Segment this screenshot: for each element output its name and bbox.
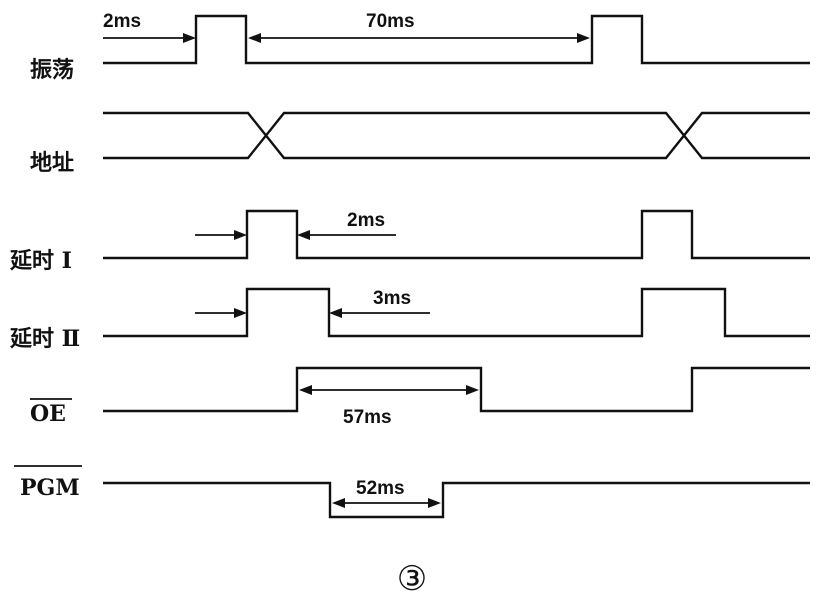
waveform-pgm xyxy=(103,481,810,519)
arrow-delay1-left xyxy=(234,230,247,240)
waveform-address xyxy=(103,111,810,160)
dim-label-osc-width: 2ms xyxy=(103,11,141,32)
dim-label-delay1: 2ms xyxy=(347,210,385,231)
dim-label-oe: 57ms xyxy=(343,407,392,428)
arrow-osc-period-right xyxy=(577,33,590,43)
arrow-delay2-right xyxy=(329,308,342,318)
waveform-delay-2 xyxy=(103,287,810,338)
label-delay-2: 延时 Ⅱ xyxy=(9,326,80,352)
arrow-delay1-right xyxy=(297,230,310,240)
label-address: 地址 xyxy=(30,150,74,176)
waveform-oe xyxy=(103,366,810,413)
arrow-oe-right xyxy=(466,385,479,395)
arrow-oe-left xyxy=(299,385,312,395)
dim-label-osc-period: 70ms xyxy=(366,11,415,32)
dim-label-delay2: 3ms xyxy=(373,288,411,309)
label-oscillation: 振荡 xyxy=(30,57,74,83)
arrow-osc-width xyxy=(183,33,196,43)
arrow-delay2-left xyxy=(234,308,247,318)
arrow-pgm-left xyxy=(332,498,345,508)
waveform-oscillation xyxy=(103,14,810,65)
arrow-osc-period-left xyxy=(248,33,261,43)
dim-label-pgm: 52ms xyxy=(356,478,405,499)
arrow-pgm-right xyxy=(428,498,441,508)
label-delay-1: 延时 I xyxy=(9,248,72,274)
figure-caption: ③ xyxy=(397,559,427,599)
label-oe: OE xyxy=(30,401,66,427)
waveform-delay-1 xyxy=(103,209,810,260)
label-pgm: PGM xyxy=(20,475,80,501)
